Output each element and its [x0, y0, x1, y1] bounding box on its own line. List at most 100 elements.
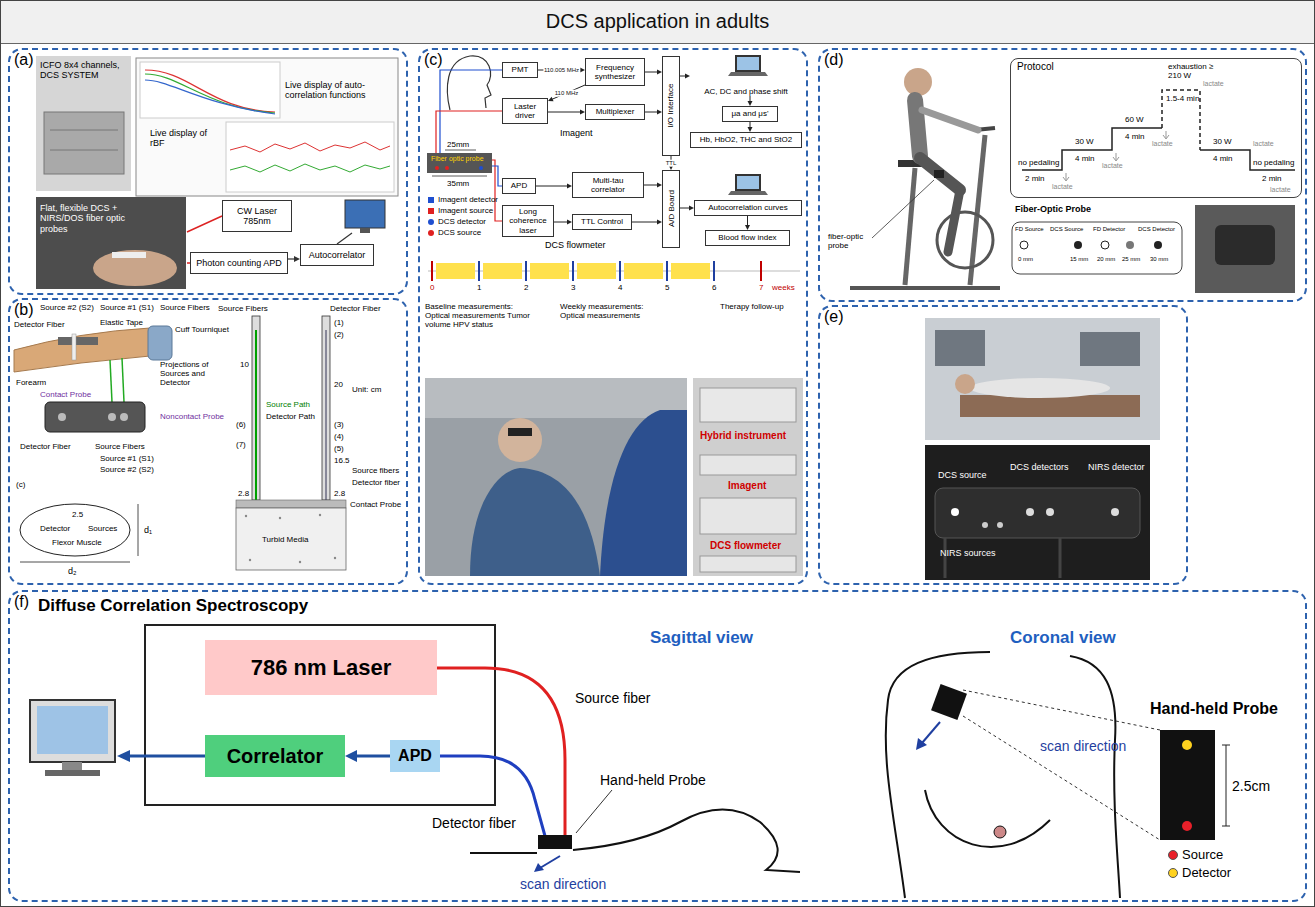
annotation-text: Source #2 (S2) [100, 465, 154, 474]
instrument-row [50, 130, 118, 131]
arrow-head [916, 738, 927, 750]
annotation-text: weeks [772, 283, 795, 292]
annotation-text: Detector Fiber [330, 304, 381, 313]
patient-photo [425, 378, 687, 576]
source-column [252, 316, 260, 500]
legend-entry: Source [1168, 848, 1223, 863]
node-text: APD [398, 747, 432, 765]
annotation-text: NIRS detector [1088, 462, 1145, 472]
legend-symbol [428, 230, 434, 236]
annotation-text: Source #1 (S1) [100, 454, 154, 463]
scatter-dot [319, 514, 321, 516]
annotation-text: Source fibers [352, 466, 399, 475]
panel-d-art [850, 68, 1295, 293]
connector-arrow [669, 156, 674, 170]
head-outline [447, 56, 491, 110]
computer-icon [345, 200, 385, 228]
node-text: PMT [512, 65, 529, 74]
node-text: 786 nm Laser [251, 655, 392, 680]
nirs-detector [1111, 508, 1119, 516]
annotation-text: Detector Fiber [20, 442, 71, 451]
annotation-text: scan direction [520, 876, 606, 892]
annotation-text: (5) [334, 444, 344, 453]
connector-line [554, 222, 568, 223]
week-tick [619, 261, 621, 281]
annotation-text: Unit: cm [352, 385, 381, 394]
process-box: Frequency synthesizer [585, 58, 645, 86]
annotation-text: 2 min [1262, 174, 1282, 183]
annotation-text: (2) [334, 330, 344, 339]
annotation-text: Contact Probe [350, 500, 401, 509]
fiber-bundle [944, 538, 947, 578]
annotation-text: 2.5cm [1232, 778, 1270, 794]
detector-dot [1182, 740, 1192, 750]
connector-arrow [644, 183, 662, 188]
annotation-text: DCS Source [1050, 226, 1083, 233]
annotation-text: Weekly measurements: Optical measurement… [560, 302, 655, 320]
node-text: Photon counting APD [196, 258, 282, 268]
fiber-probe [112, 252, 146, 258]
patient-body [470, 468, 600, 576]
process-box: Hb, HbO2, THC and StO2 [690, 132, 802, 148]
fiber-bundle [1059, 538, 1062, 578]
annotation-text: DCS flowmeter [545, 240, 606, 250]
annotation-text: DCS flowmeter [710, 540, 781, 552]
process-box: PMT [502, 62, 538, 78]
nurse-figure [600, 410, 687, 576]
detector-fiber [492, 166, 502, 186]
fiber-end [58, 413, 66, 421]
leader-line [872, 180, 934, 238]
computer-monitor [30, 700, 115, 762]
rack-unit [700, 455, 796, 475]
panel-frame: (e) [818, 305, 1188, 585]
annotation-text: 1 [477, 283, 481, 292]
panel-frame: (b) [8, 298, 408, 585]
lactate-arrow [1063, 173, 1069, 181]
source-dot [1182, 821, 1192, 831]
dimension-line [138, 504, 139, 556]
laptop-screen [737, 176, 759, 189]
arrow-head [567, 184, 572, 189]
legend-text: Imagent source [438, 206, 493, 215]
node-text: Protocol [1017, 61, 1054, 73]
dimension-line [20, 562, 130, 563]
annotation-text: Hand-held Probe [600, 772, 706, 788]
autocorrelation-curve [145, 70, 275, 112]
connector-arrow [645, 70, 662, 75]
protocol-box: Protocol [1010, 58, 1302, 198]
monitor [700, 388, 796, 422]
process-box: Blood flow index [705, 230, 790, 246]
cyclist-shin [948, 190, 960, 252]
week-tick [666, 261, 668, 281]
dimension-line [432, 176, 487, 177]
annotation-text: Detector fiber [352, 478, 400, 487]
cyclist-thigh [920, 158, 960, 190]
source-fiber [492, 160, 502, 221]
computer-output: AC, DC and phase shift [690, 52, 802, 96]
connector-line [645, 72, 658, 73]
annotation-text: Sagittal view [650, 628, 753, 648]
annotation-text: Detector Path [266, 412, 315, 421]
annotation-text: 2.8 [238, 489, 249, 498]
annotation-text: Live display of auto-correlation functio… [285, 80, 390, 101]
edge-label: 110.005 MHz [543, 67, 580, 74]
connector-arrow [538, 68, 585, 73]
legend-swatch [1168, 850, 1178, 860]
annotation-text: Source Fibers [218, 304, 268, 313]
instrument-photo [36, 56, 131, 191]
computer-stand [360, 228, 370, 233]
laser-box: 786 nm Laser [205, 640, 437, 695]
annotation-text: 4 [618, 283, 622, 292]
panel-letter: (f) [14, 593, 29, 611]
forearm [14, 328, 150, 372]
process-box: Photon counting APD [190, 252, 288, 274]
node-text: A/D Board [666, 191, 675, 228]
breast-outline [925, 790, 1050, 847]
panel-c-art [425, 55, 803, 576]
process-box: μa and μs' [722, 106, 778, 122]
panel-f-art [30, 625, 1230, 898]
node-text: Autocorrelator [309, 250, 366, 260]
annotation-text: Contact Probe [40, 390, 91, 399]
annotation-text: 1.5-4 min [1166, 94, 1199, 103]
fd-detector [1101, 241, 1109, 249]
